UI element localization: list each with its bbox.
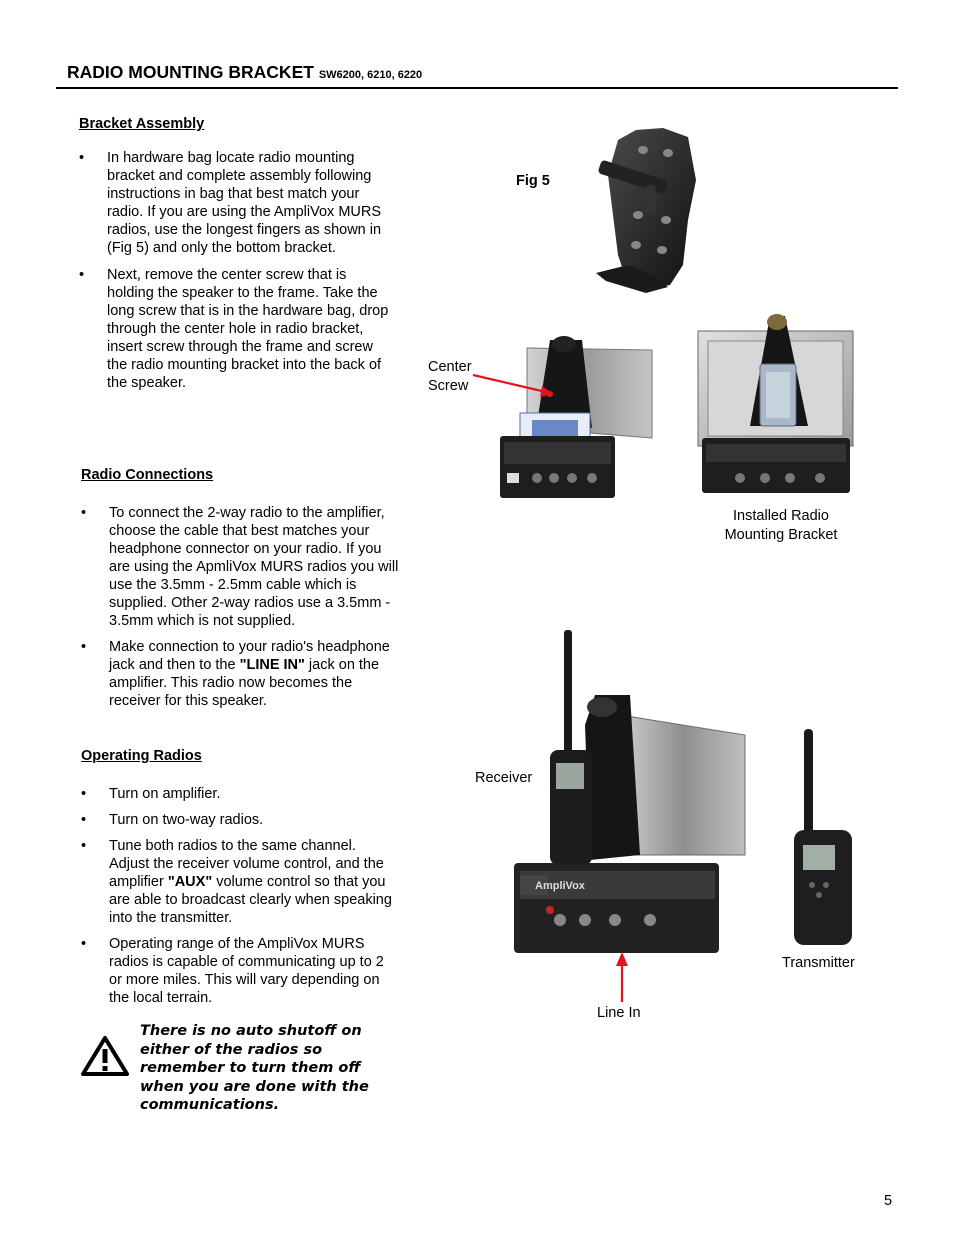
list-item: To connect the 2-way radio to the amplif… xyxy=(81,504,399,630)
center-screw-arrow-icon xyxy=(472,373,554,397)
transmitter-photo xyxy=(794,729,852,945)
item-text: volume control so that you are able to b… xyxy=(109,874,392,926)
list-item: Next, remove the center screw that is ho… xyxy=(79,266,397,392)
list-item: In hardware bag locate radio mounting br… xyxy=(79,149,397,257)
item-text: jack on the amplifier. This radio now be… xyxy=(109,657,380,709)
caption-line: Screw xyxy=(428,378,469,394)
bracket-assembly-list: In hardware bag locate radio mounting br… xyxy=(79,149,397,392)
page-title: RADIO MOUNTING BRACKET SW6200, 6210, 622… xyxy=(67,62,422,83)
radio-connections-heading: Radio Connections xyxy=(81,467,214,483)
header-rule xyxy=(56,87,898,89)
title-text: RADIO MOUNTING BRACKET xyxy=(67,62,314,82)
item-text: Make connection to your radio's headphon… xyxy=(109,639,390,673)
bracket-photo xyxy=(596,128,696,293)
caption-line: Mounting Bracket xyxy=(724,527,838,543)
caption-line: Installed Radio xyxy=(733,508,829,524)
page-number: 5 xyxy=(884,1193,893,1209)
installed-bracket-photo xyxy=(697,314,854,493)
list-item: Turn on two-way radios. xyxy=(81,811,399,829)
warning-text: There is no auto shutoff on either of th… xyxy=(140,1023,369,1113)
transmitter-label: Transmitter xyxy=(782,955,855,971)
center-screw-label: Center Screw xyxy=(428,358,472,396)
list-item: Turn on amplifier. xyxy=(81,785,399,803)
radio-connections-list: To connect the 2-way radio to the amplif… xyxy=(81,504,399,710)
operating-radios-heading: Operating Radios xyxy=(81,748,202,764)
warning-icon xyxy=(81,1036,129,1076)
fig5-label: Fig 5 xyxy=(516,173,550,189)
installed-bracket-caption: Installed Radio Mounting Bracket xyxy=(705,507,857,545)
operating-radios-list: Turn on amplifier. Turn on two-way radio… xyxy=(81,785,399,1007)
model-numbers: SW6200, 6210, 6220 xyxy=(318,69,423,81)
amp-brand-text: AmpliVox xyxy=(535,880,586,892)
aux-label: "AUX" xyxy=(167,874,213,890)
list-item: Tune both radios to the same channel. Ad… xyxy=(81,837,399,927)
caption-line: Center xyxy=(428,359,472,375)
receiver-system-photo: AmpliVox xyxy=(514,630,746,953)
bracket-assembly-heading: Bracket Assembly xyxy=(79,116,205,132)
receiver-label: Receiver xyxy=(475,770,533,786)
line-in-label: "LINE IN" xyxy=(239,657,305,673)
line-in-arrow-icon xyxy=(616,952,628,1002)
list-item: Make connection to your radio's headphon… xyxy=(81,638,399,710)
speaker-with-screw-photo xyxy=(500,336,653,498)
list-item: Operating range of the AmpliVox MURS rad… xyxy=(81,935,399,1007)
item-text: Tune both radios to the same channel. Ad… xyxy=(109,838,384,890)
line-in-label: Line In xyxy=(597,1005,641,1021)
